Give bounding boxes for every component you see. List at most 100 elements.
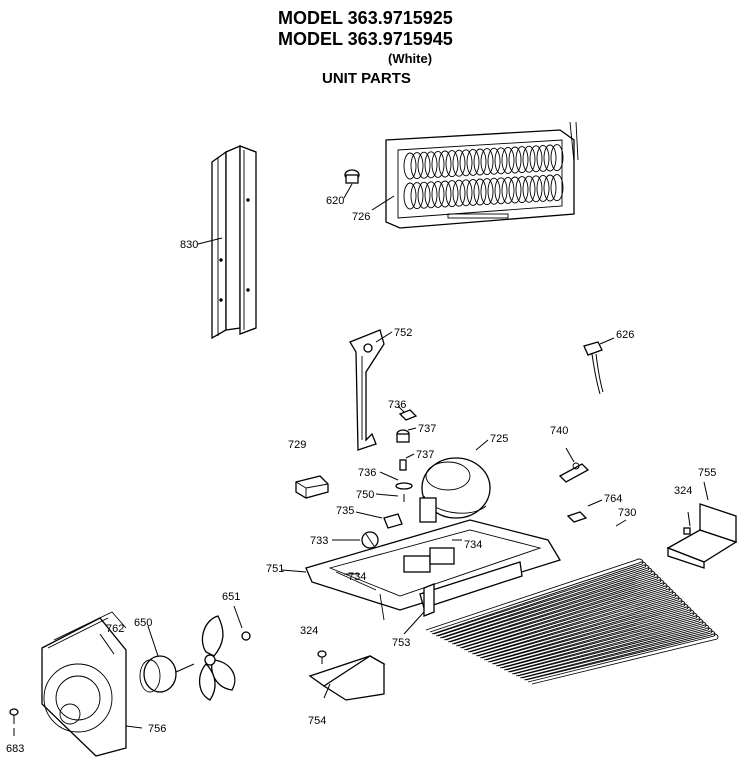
leader-lines <box>13 183 709 736</box>
callout-737-a: 737 <box>418 423 436 435</box>
coil-loop <box>410 152 424 180</box>
callout-650: 650 <box>134 617 152 629</box>
section-title: UNIT PARTS <box>322 70 411 87</box>
coil-loop <box>487 147 501 175</box>
part-729-relay <box>295 475 329 499</box>
coil-loop <box>424 151 438 179</box>
coil-loop <box>431 180 445 208</box>
coil-loop <box>508 176 522 204</box>
callout-750: 750 <box>356 489 374 501</box>
coil-tube <box>521 630 716 683</box>
callout-725: 725 <box>490 433 508 445</box>
callout-736-b: 736 <box>358 467 376 479</box>
callout-756: 756 <box>148 723 166 735</box>
part-735-clip <box>383 513 403 529</box>
coil-loop <box>536 174 550 202</box>
coil-tube <box>469 591 677 657</box>
coil-loop <box>494 177 508 205</box>
coil-loop <box>494 147 508 175</box>
coil-tube <box>473 594 680 659</box>
coil-tube <box>525 633 719 685</box>
coil-loop <box>452 149 466 177</box>
part-725-compressor <box>419 457 491 523</box>
coil-loop <box>522 145 536 173</box>
coil-loop <box>508 146 522 174</box>
coil-loop <box>529 175 543 203</box>
part-754-tray <box>308 655 386 701</box>
coil-loop <box>480 178 494 206</box>
callout-736-a: 736 <box>388 399 406 411</box>
part-620-fitting <box>344 169 360 184</box>
coil-loop <box>459 149 473 177</box>
callout-830: 830 <box>180 239 198 251</box>
coil-loop <box>515 146 529 174</box>
coil-loop <box>466 178 480 206</box>
coil-loop <box>501 176 515 204</box>
part-683-screw <box>9 708 19 724</box>
coil-loop <box>403 152 417 180</box>
coil-loop <box>529 145 543 173</box>
callout-753: 753 <box>392 637 410 649</box>
coil-loop <box>466 148 480 176</box>
part-753 <box>423 583 435 617</box>
coil-loop <box>445 150 459 178</box>
part-740-clip <box>558 462 590 483</box>
part-730-condenser-coil <box>425 558 719 685</box>
callout-751: 751 <box>266 563 284 575</box>
coil-loop <box>550 144 564 172</box>
callout-324-a: 324 <box>674 485 692 497</box>
coil-tube <box>465 588 674 655</box>
coil-loop <box>410 182 424 210</box>
coil-tube <box>429 561 647 637</box>
coil-loop <box>473 178 487 206</box>
callout-733: 733 <box>310 535 328 547</box>
callout-734-b: 734 <box>348 571 366 583</box>
coil-tube <box>489 606 692 667</box>
coil-loop <box>473 148 487 176</box>
coil-tube <box>485 603 689 665</box>
callout-683: 683 <box>6 743 24 755</box>
callout-752: 752 <box>394 327 412 339</box>
part-752-bracket <box>349 329 385 451</box>
callout-764: 764 <box>604 493 622 505</box>
callout-730: 730 <box>618 507 636 519</box>
part-626-cord <box>583 341 604 395</box>
coil-loop <box>536 144 550 172</box>
part-324-screw-a <box>687 511 691 527</box>
callout-626: 626 <box>616 329 634 341</box>
coil-loop <box>480 148 494 176</box>
coil-tube <box>449 576 662 647</box>
coil-tube <box>497 612 698 671</box>
part-736-737-grommets <box>395 409 418 502</box>
coil-loop <box>543 144 557 172</box>
part-751-base <box>305 519 561 621</box>
callout-726: 726 <box>352 211 370 223</box>
model-title-2: MODEL 363.9715945 <box>278 29 453 49</box>
coil-tube <box>509 621 707 677</box>
callout-740: 740 <box>550 425 568 437</box>
callout-729: 729 <box>288 439 306 451</box>
coil-tube <box>453 579 665 649</box>
coil-tube <box>481 600 686 663</box>
coil-tube <box>457 582 668 651</box>
callout-754: 754 <box>308 715 326 727</box>
coil-loop <box>452 179 466 207</box>
callout-324-b: 324 <box>300 625 318 637</box>
part-733-part <box>361 531 379 549</box>
coil-tube <box>433 564 650 639</box>
coil-loop <box>459 179 473 207</box>
callout-762: 762 <box>106 623 124 635</box>
coil-tube <box>505 618 704 675</box>
model-variant: (White) <box>388 51 433 66</box>
part-756-fan-shroud <box>41 611 127 757</box>
coil-tube <box>441 570 656 643</box>
part-650-fan-motor <box>139 655 195 693</box>
coil-loop <box>403 182 417 210</box>
callout-651: 651 <box>222 591 240 603</box>
callout-620: 620 <box>326 195 344 207</box>
callout-737-b: 737 <box>416 449 434 461</box>
coil-tube <box>517 627 713 681</box>
part-651-fan-blade <box>199 615 251 701</box>
coil-loop <box>487 177 501 205</box>
coil-loop <box>522 175 536 203</box>
